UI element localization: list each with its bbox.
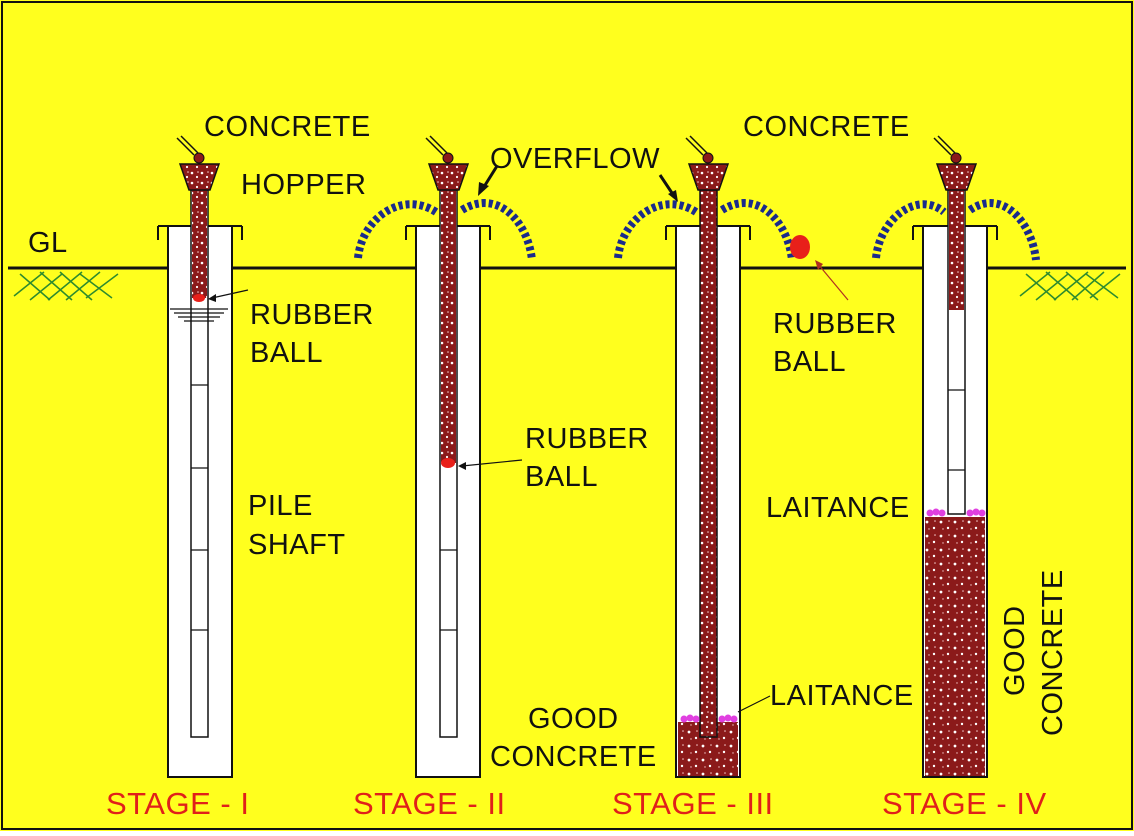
rubber-ball bbox=[193, 294, 205, 302]
good-concrete-label-2a: GOOD bbox=[999, 605, 1031, 696]
laitance bbox=[926, 508, 986, 517]
stage-label-4: STAGE - IV bbox=[882, 786, 1047, 821]
hopper bbox=[935, 163, 978, 191]
rubber-ball-label-3b: BALL bbox=[773, 346, 846, 378]
laitance bbox=[680, 714, 738, 723]
good-concrete-label-1b: CONCRETE bbox=[490, 741, 657, 773]
tremie-pipe-full bbox=[699, 189, 718, 738]
overflow-right bbox=[459, 199, 536, 261]
grass-hatch-left bbox=[13, 271, 119, 301]
hopper-label: HOPPER bbox=[241, 169, 366, 201]
pile-shaft-label-a: PILE bbox=[248, 490, 313, 522]
hopper bbox=[427, 163, 470, 191]
concrete-in-pipe bbox=[949, 190, 964, 310]
rubber-ball-label-3a: RUBBER bbox=[773, 308, 897, 340]
overflow-label: OVERFLOW bbox=[490, 143, 660, 175]
rubber-ball bbox=[790, 235, 810, 259]
pile-stage-3 bbox=[614, 135, 849, 778]
grass-hatch-right bbox=[1019, 271, 1121, 301]
concrete-in-pipe bbox=[192, 190, 207, 298]
pile-shaft-label-b: SHAFT bbox=[248, 529, 346, 561]
hopper bbox=[178, 163, 221, 191]
stage-label-1: STAGE - I bbox=[106, 786, 249, 821]
concrete-label-1: CONCRETE bbox=[204, 111, 371, 143]
ground-level-label: GL bbox=[28, 227, 68, 259]
pile-stage-2 bbox=[354, 135, 536, 778]
concrete-label-2: CONCRETE bbox=[743, 111, 910, 143]
good-concrete-column bbox=[925, 517, 985, 776]
rubber-ball-label-2b: BALL bbox=[525, 461, 598, 493]
stage-label-3: STAGE - III bbox=[612, 786, 774, 821]
concrete-in-pipe bbox=[441, 190, 456, 463]
pile-stage-4 bbox=[872, 135, 1040, 778]
rubber-ball-label-1b: BALL bbox=[250, 337, 323, 369]
laitance-label-2: LAITANCE bbox=[766, 492, 910, 524]
rubber-ball-label-2a: RUBBER bbox=[525, 423, 649, 455]
rubber-ball bbox=[441, 458, 455, 468]
rubber-ball-label-1a: RUBBER bbox=[250, 299, 374, 331]
overflow-right bbox=[719, 199, 796, 261]
good-concrete-label-1a: GOOD bbox=[528, 703, 619, 735]
hopper bbox=[687, 163, 730, 191]
stage-label-2: STAGE - II bbox=[353, 786, 506, 821]
laitance-label-1: LAITANCE bbox=[770, 680, 914, 712]
good-concrete-label-2b: CONCRETE bbox=[1037, 569, 1069, 736]
pile-stage-1 bbox=[157, 135, 249, 778]
